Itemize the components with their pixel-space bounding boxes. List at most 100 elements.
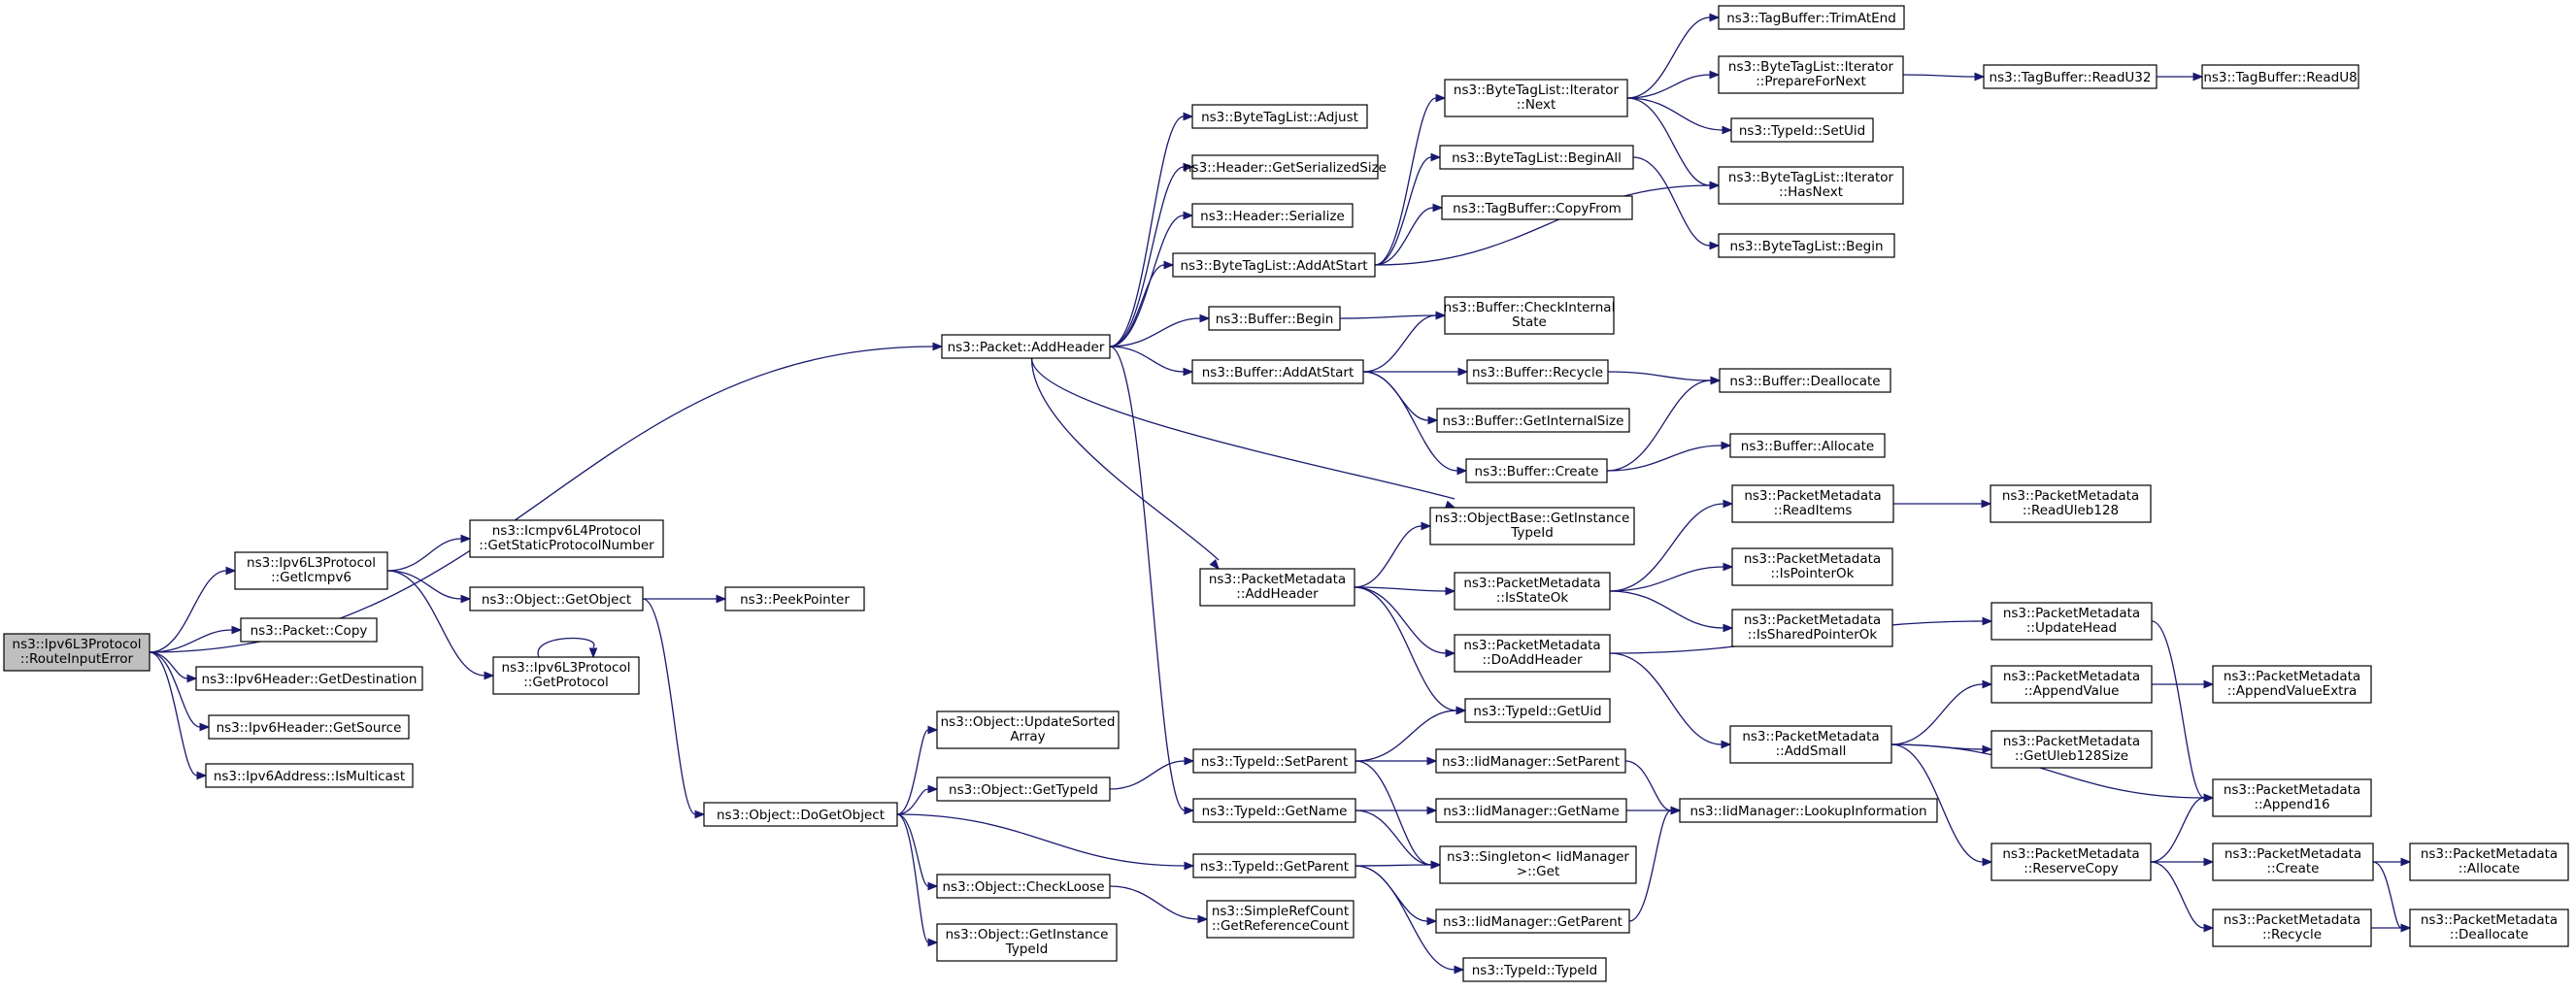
graph-node[interactable]: ns3::TagBuffer::CopyFrom	[1441, 195, 1633, 220]
graph-node[interactable]: ns3::Header::GetSerializedSize	[1184, 154, 1387, 180]
graph-node[interactable]: ns3::PacketMetadata::Append16	[2212, 778, 2372, 817]
graph-node[interactable]: ns3::Ipv6Header::GetSource	[208, 714, 410, 740]
graph-node[interactable]: ns3::TypeId::GetParent	[1192, 853, 1356, 878]
graph-node[interactable]: ns3::Buffer::AddAtStart	[1191, 359, 1364, 384]
node-label: ns3::Buffer::Recycle	[1472, 365, 1603, 380]
node-label: ns3::ByteTagList::AddAtStart	[1180, 258, 1367, 274]
graph-node[interactable]: ns3::PacketMetadata::AppendValue	[1991, 665, 2153, 704]
graph-node[interactable]: ns3::PacketMetadata::ReadItems	[1731, 484, 1894, 523]
graph-node[interactable]: ns3::IidManager::LookupInformation	[1679, 798, 1938, 823]
graph-node[interactable]: ns3::Object::GetTypeId	[936, 776, 1111, 802]
node-label: State	[1512, 314, 1547, 330]
call-nodes: ns3::Ipv6L3Protocol::RouteInputErrorns3:…	[3, 5, 2569, 982]
node-box	[2201, 64, 2359, 89]
call-edge	[1355, 860, 1442, 870]
graph-node[interactable]: ns3::Buffer::Recycle	[1466, 359, 1609, 384]
graph-node[interactable]: ns3::PacketMetadata::Recycle	[2212, 908, 2372, 947]
node-box	[1730, 117, 1874, 143]
node-box	[1435, 798, 1627, 823]
graph-node[interactable]: ns3::PacketMetadata::UpdateHead	[1991, 602, 2153, 641]
graph-node[interactable]: ns3::PacketMetadata::IsStateOk	[1454, 572, 1611, 611]
node-label: ns3::Icmpv6L4Protocol	[492, 523, 642, 539]
call-edge	[1628, 806, 1682, 922]
call-edge	[1354, 521, 1432, 588]
graph-node[interactable]: ns3::Ipv6L3Protocol::GetProtocol	[492, 656, 640, 695]
node-label: ns3::Buffer::GetInternalSize	[1443, 413, 1624, 429]
graph-node[interactable]: ns3::PacketMetadata::DoAddHeader	[1454, 634, 1611, 673]
graph-node[interactable]: ns3::Ipv6Address::IsMulticast	[205, 763, 414, 788]
node-box	[2212, 665, 2372, 704]
graph-node[interactable]: ns3::Ipv6L3Protocol::GetIcmpv6	[234, 551, 388, 590]
graph-node[interactable]: ns3::ByteTagList::Iterator::Next	[1444, 79, 1628, 117]
graph-node[interactable]: ns3::Ipv6L3Protocol::RouteInputError	[3, 633, 151, 672]
graph-node[interactable]: ns3::PeekPointer	[724, 586, 865, 611]
graph-node[interactable]: ns3::IidManager::SetParent	[1435, 748, 1626, 774]
node-label: ns3::Buffer::Create	[1475, 464, 1599, 479]
node-label: ::ReadItems	[1774, 503, 1853, 518]
graph-node[interactable]: ns3::PacketMetadata::GetUleb128Size	[1991, 730, 2153, 769]
node-label: ::RouteInputError	[20, 651, 134, 667]
graph-node[interactable]: ns3::TagBuffer::ReadU8	[2201, 64, 2359, 89]
graph-node[interactable]: ns3::ByteTagList::Iterator::HasNext	[1718, 166, 1904, 205]
graph-node[interactable]: ns3::ByteTagList::Adjust	[1191, 104, 1368, 129]
graph-node[interactable]: ns3::ByteTagList::Iterator::PrepareForNe…	[1718, 55, 1904, 94]
graph-node[interactable]: ns3::PacketMetadata::Allocate	[2409, 842, 2569, 881]
node-box	[1731, 484, 1894, 523]
graph-node[interactable]: ns3::PacketMetadata::AppendValueExtra	[2212, 665, 2372, 704]
node-label: ::GetIcmpv6	[271, 570, 351, 585]
graph-node[interactable]: ns3::TypeId::GetUid	[1464, 698, 1611, 723]
graph-node[interactable]: ns3::Icmpv6L4Protocol::GetStaticProtocol…	[469, 519, 664, 558]
graph-node[interactable]: ns3::PacketMetadata::Deallocate	[2409, 908, 2569, 947]
node-label: ::AppendValue	[2024, 683, 2120, 699]
node-label: ns3::Packet::Copy	[251, 623, 368, 639]
graph-node[interactable]: ns3::TypeId::GetName	[1192, 798, 1356, 823]
graph-node[interactable]: ns3::Object::GetObject	[469, 586, 644, 611]
node-label: ::HasNext	[1779, 184, 1843, 200]
graph-node[interactable]: ns3::Buffer::Allocate	[1729, 433, 1886, 458]
graph-node[interactable]: ns3::SimpleRefCount::GetReferenceCount	[1206, 900, 1355, 939]
graph-node[interactable]: ns3::PacketMetadata::AddSmall	[1729, 725, 1892, 764]
graph-node[interactable]: ns3::Ipv6Header::GetDestination	[195, 666, 423, 691]
node-box	[1731, 609, 1893, 647]
graph-node[interactable]: ns3::ByteTagList::BeginAll	[1439, 145, 1634, 170]
graph-node[interactable]: ns3::PacketMetadata::Create	[2212, 842, 2374, 881]
graph-node[interactable]: ns3::PacketMetadata::ReadUleb128	[1990, 484, 2152, 523]
node-label: ns3::TypeId::GetName	[1202, 804, 1348, 819]
graph-node[interactable]: ns3::PacketMetadata::AddHeader	[1199, 568, 1355, 607]
node-box	[936, 776, 1111, 802]
node-label: ::UpdateHead	[2026, 620, 2117, 636]
graph-node[interactable]: ns3::Packet::Copy	[240, 617, 378, 643]
graph-node[interactable]: ns3::TagBuffer::TrimAtEnd	[1718, 5, 1905, 30]
node-box	[1435, 748, 1626, 774]
graph-node[interactable]: ns3::TypeId::TypeId	[1462, 957, 1607, 982]
graph-node[interactable]: ns3::Singleton< IidManager>::Get	[1439, 845, 1637, 884]
graph-node[interactable]: ns3::Buffer::Create	[1465, 458, 1608, 483]
graph-node[interactable]: ns3::TypeId::SetUid	[1730, 117, 1874, 143]
graph-node[interactable]: ns3::Packet::AddHeader	[941, 334, 1111, 359]
node-box	[1679, 798, 1938, 823]
graph-node[interactable]: ns3::PacketMetadata::ReserveCopy	[1991, 842, 2152, 881]
graph-node[interactable]: ns3::Buffer::GetInternalSize	[1436, 408, 1630, 433]
graph-node[interactable]: ns3::Buffer::Deallocate	[1719, 368, 1891, 393]
graph-node[interactable]: ns3::PacketMetadata::IsPointerOk	[1731, 547, 1893, 586]
graph-node[interactable]: ns3::IidManager::GetParent	[1435, 908, 1630, 934]
graph-node[interactable]: ns3::ByteTagList::AddAtStart	[1172, 252, 1376, 278]
node-label: ns3::Ipv6Address::IsMulticast	[214, 769, 405, 784]
graph-node[interactable]: ns3::TypeId::SetParent	[1192, 748, 1356, 774]
graph-node[interactable]: ns3::PacketMetadata::IsSharedPointerOk	[1731, 609, 1893, 647]
graph-node[interactable]: ns3::ByteTagList::Begin	[1718, 233, 1895, 258]
graph-node[interactable]: ns3::TagBuffer::ReadU32	[1983, 64, 2158, 89]
graph-node[interactable]: ns3::IidManager::GetName	[1435, 798, 1627, 823]
graph-node[interactable]: ns3::Header::Serialize	[1191, 203, 1354, 228]
call-edges	[149, 13, 2412, 974]
graph-node[interactable]: ns3::Object::CheckLoose	[936, 874, 1111, 899]
call-edge	[896, 813, 1195, 871]
node-box	[1729, 433, 1886, 458]
graph-node[interactable]: ns3::Buffer::Begin	[1208, 306, 1341, 331]
graph-node[interactable]: ns3::Object::DoGetObject	[703, 802, 898, 827]
node-box	[2212, 908, 2372, 947]
